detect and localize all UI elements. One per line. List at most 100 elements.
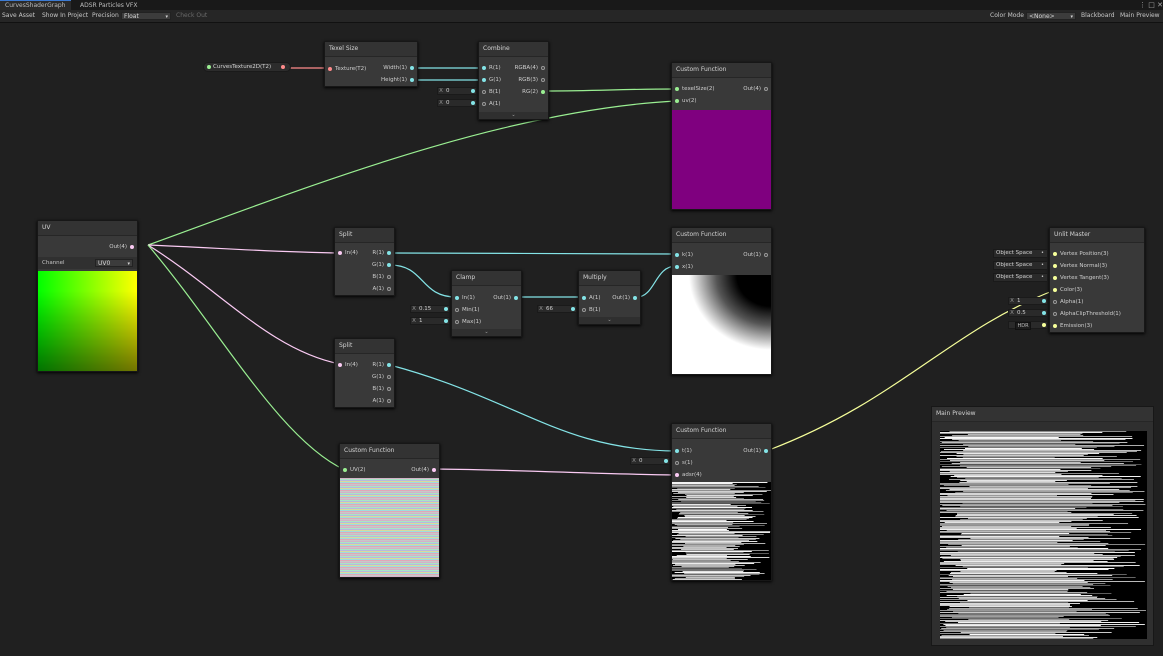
x-in-port[interactable]: x(1) [674,263,693,271]
edge-r-k[interactable] [389,252,677,255]
b-out-port[interactable]: B(1) [372,385,392,393]
in-port[interactable]: In(4) [337,249,358,257]
edge-out-color[interactable] [768,289,1056,451]
height-out-port[interactable]: Height(1) [381,76,415,84]
rgb-out-port[interactable]: RGB(3) [518,76,546,84]
width-out-port[interactable]: Width(1) [383,64,415,72]
min-in-port[interactable]: Min(1) [454,306,480,314]
out-port[interactable]: Out(4) [411,466,437,474]
main-preview-panel[interactable]: Main Preview [931,406,1154,646]
texel-size-in-port[interactable]: texelSize(2) [674,85,715,93]
combine-node[interactable]: Combine R(1) G(1) B(1) A(1) RGBA(4) RGB(… [478,41,549,120]
out-port[interactable]: Out(4) [109,243,135,251]
r-out-port[interactable]: R(1) [372,361,392,369]
r-out-port[interactable]: R(1) [372,249,392,257]
t-in-port[interactable]: t(1) [674,447,692,455]
vertex-position-space-dropdown[interactable]: Object Space• [993,249,1048,258]
edge-rg[interactable] [544,88,677,92]
edge-uv-split2[interactable] [147,244,341,365]
b-out-port[interactable]: B(1) [372,273,392,281]
out-port[interactable]: Out(4) [743,85,769,93]
edge-g-clamp[interactable] [389,264,457,298]
show-in-project-button[interactable]: Show In Project [42,12,89,19]
expand-chevron-icon[interactable]: ⌄ [579,317,640,324]
a-in-port[interactable]: A(1) [581,294,601,302]
split-node-2[interactable]: Split In(4) R(1) G(1) B(1) A(1) [334,338,395,408]
in-port[interactable]: In(4) [337,361,358,369]
edge-uv-cf-top[interactable] [147,100,677,246]
a-out-port[interactable]: A(1) [372,397,392,405]
window-controls[interactable]: ⋮ □ ✕ [1139,1,1163,9]
vertex-normal-port[interactable]: Vertex Normal(3) [1052,262,1107,270]
tab-curves-shader-graph[interactable]: CurvesShaderGraph [0,0,71,10]
in-port[interactable]: In(1) [454,294,475,302]
vertex-position-port[interactable]: Vertex Position(3) [1052,250,1109,258]
blackboard-toggle[interactable]: Blackboard [1081,12,1115,19]
check-out-button[interactable]: Check Out [176,12,208,19]
custom-function-uv-node[interactable]: Custom Function UV(2) Out(4) [339,443,440,578]
edge-uv-cf-uv[interactable] [147,244,346,471]
b-in-port[interactable]: B(1) [481,88,501,96]
edge-multiply-x[interactable] [636,265,677,298]
b-in-port[interactable]: B(1) [581,306,601,314]
split-node-1[interactable]: Split In(4) R(1) G(1) B(1) A(1) [334,227,395,296]
edge-cf-uv-adsr[interactable] [433,468,677,476]
out-port[interactable]: Out(1) [743,447,769,455]
rgba-out-port[interactable]: RGBA(4) [515,64,546,72]
custom-function-bottom-node[interactable]: Custom Function t(1) s(1) adsr(4) Out(1) [671,423,772,581]
alpha-clip-threshold-port[interactable]: AlphaClipThreshold(1) [1052,310,1121,318]
alpha-port[interactable]: Alpha(1) [1052,298,1083,306]
vertex-tangent-port[interactable]: Vertex Tangent(3) [1052,274,1109,282]
vertex-normal-space-dropdown[interactable]: Object Space• [993,261,1048,270]
texture-in-port[interactable]: Texture(T2) [327,65,366,73]
expand-chevron-icon[interactable]: ⌄ [479,112,548,119]
uv-in-port[interactable]: UV(2) [342,466,366,474]
a-out-port[interactable]: A(1) [372,285,392,293]
multiply-node[interactable]: Multiply A(1) B(1) Out(1) ⌄ [578,270,641,325]
r-in-port[interactable]: R(1) [481,64,501,72]
custom-function-top-node[interactable]: Custom Function texelSize(2) uv(2) Out(4… [671,62,772,210]
out-port[interactable]: Out(1) [743,251,769,259]
a-in-port[interactable]: A(1) [481,100,501,108]
unlit-master-node[interactable]: Unlit Master Vertex Position(3) Vertex N… [1049,227,1145,333]
custom-function-mid-node[interactable]: Custom Function k(1) x(1) Out(1) [671,227,772,375]
color-mode-dropdown[interactable]: <None>▾ [1026,12,1076,20]
main-preview-toggle[interactable]: Main Preview [1120,12,1160,19]
channel-dropdown[interactable]: UV0▾ [95,259,133,267]
out-port[interactable]: Out(1) [612,294,638,302]
curves-texture-property-node[interactable]: CurvesTexture2D(T2) [203,62,291,72]
edge-split2-t[interactable] [389,364,677,452]
adsr-in-port[interactable]: adsr(4) [674,471,702,479]
g-out-port[interactable]: G(1) [372,373,392,381]
main-preview-render[interactable] [940,431,1147,639]
max-in-port[interactable]: Max(1) [454,318,481,326]
texel-size-node[interactable]: Texel Size Texture(T2) Width(1) Height(1… [324,41,418,87]
save-asset-button[interactable]: Save Asset [2,12,36,19]
uv-node[interactable]: UV Out(4) Channel UV0▾ [37,220,138,372]
texture-out-port[interactable] [281,65,285,69]
precision-dropdown[interactable]: Float▾ [121,12,171,20]
out-port[interactable]: Out(1) [493,294,519,302]
s-in-port[interactable]: s(1) [674,459,693,467]
clamp-node[interactable]: Clamp In(1) Min(1) Max(1) Out(1) ⌄ [451,270,522,337]
tab-adsr-particles-vfx[interactable]: ADSR Particles VFX [80,2,138,9]
color-port[interactable]: Color(3) [1052,286,1082,294]
g-out-port[interactable]: G(1) [372,261,392,269]
k-in-port[interactable]: k(1) [674,251,693,259]
emission-input-field[interactable]: HDR [1008,321,1048,330]
g-in-port[interactable]: G(1) [481,76,501,84]
rg-out-port[interactable]: RG(2) [522,88,546,96]
uv-in-port[interactable]: uv(2) [674,97,697,105]
emission-port[interactable]: Emission(3) [1052,322,1092,330]
edge-uv-split1[interactable] [147,244,341,254]
vertex-tangent-space-dropdown[interactable]: Object Space• [993,273,1048,282]
expand-chevron-icon[interactable]: ⌄ [452,329,521,336]
